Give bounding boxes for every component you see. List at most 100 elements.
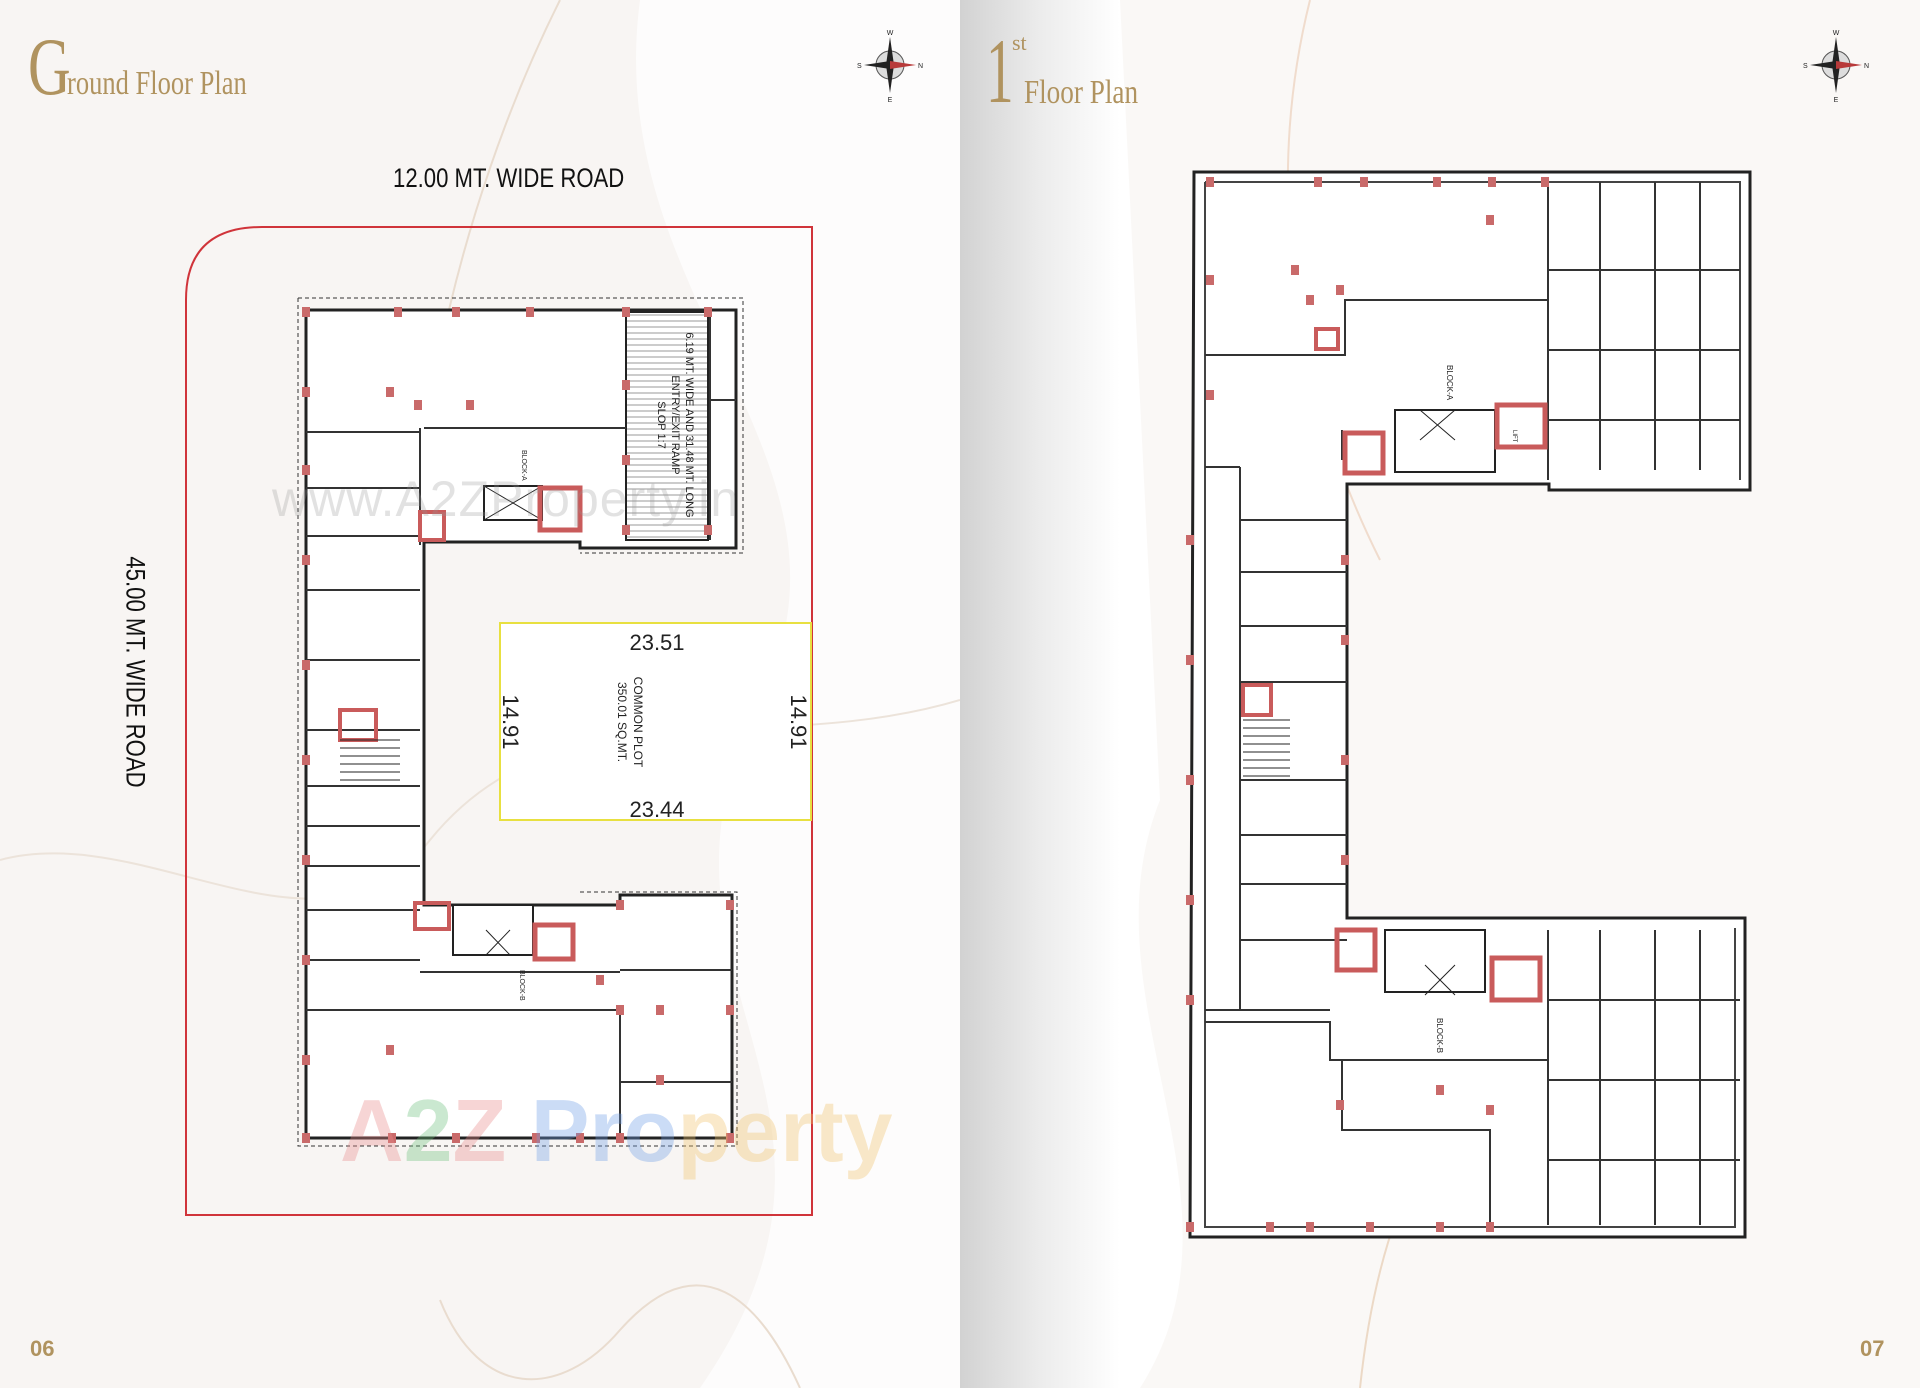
column xyxy=(1186,895,1194,905)
column xyxy=(576,1133,584,1143)
page-title-ground-floor: Ground Floor Plan xyxy=(28,20,298,114)
ground-stair-cores xyxy=(338,485,583,962)
column xyxy=(1186,655,1194,665)
column xyxy=(1541,177,1549,187)
column xyxy=(414,400,422,410)
column xyxy=(302,755,310,765)
column xyxy=(302,465,310,475)
column xyxy=(1360,177,1368,187)
common-plot-left-dim: 14.91 xyxy=(498,694,523,749)
ramp-label: 6.19 MT. WIDE AND 31.48 MT. LONG ENTRY/E… xyxy=(655,332,695,517)
common-plot-top-dim: 23.51 xyxy=(629,630,684,655)
column xyxy=(1306,295,1314,305)
column xyxy=(302,307,310,317)
column xyxy=(452,1133,460,1143)
column xyxy=(1336,1100,1344,1110)
column xyxy=(726,1005,734,1015)
column xyxy=(622,525,630,535)
column xyxy=(1186,535,1194,545)
column xyxy=(302,855,310,865)
column xyxy=(302,660,310,670)
column xyxy=(616,1005,624,1015)
column xyxy=(1314,177,1322,187)
compass-icon: W E S N xyxy=(1803,30,1869,104)
compass-w: W xyxy=(1833,30,1840,37)
column xyxy=(622,380,630,390)
first-lift-label: LIFT xyxy=(1511,430,1517,443)
column xyxy=(302,555,310,565)
compass-e: E xyxy=(1834,97,1839,104)
ground-columns xyxy=(302,307,734,1143)
column xyxy=(302,1133,310,1143)
column xyxy=(704,307,712,317)
column xyxy=(526,307,534,317)
column xyxy=(616,900,624,910)
ground-block-a-label: BLOCK-A xyxy=(520,450,527,481)
column xyxy=(1306,1222,1314,1232)
column xyxy=(302,387,310,397)
column xyxy=(1206,275,1214,285)
column xyxy=(704,525,712,535)
ground-floor-plan: 6.19 MT. WIDE AND 31.48 MT. LONG ENTRY/E… xyxy=(185,226,813,1216)
page-title-first-floor-number: 1 xyxy=(986,20,1014,122)
title-rest: round Floor Plan xyxy=(67,65,247,102)
column xyxy=(1341,755,1349,765)
column xyxy=(1486,1105,1494,1115)
column xyxy=(726,1133,734,1143)
column xyxy=(386,387,394,397)
compass-w: W xyxy=(887,30,894,37)
page-number-right: 07 xyxy=(1860,1336,1885,1361)
column xyxy=(386,1045,394,1055)
column xyxy=(1291,265,1299,275)
column xyxy=(1206,390,1214,400)
plot-boundary xyxy=(185,226,813,1216)
ramp xyxy=(625,311,709,541)
column xyxy=(388,1133,396,1143)
column xyxy=(656,1075,664,1085)
road-label-top: 12.00 MT. WIDE ROAD xyxy=(393,163,625,193)
column xyxy=(1186,775,1194,785)
ramp-label-line-3: SLOP 1:7 xyxy=(655,401,667,449)
column xyxy=(1488,177,1496,187)
column xyxy=(622,307,630,317)
column xyxy=(394,307,402,317)
column xyxy=(452,307,460,317)
compass-s: S xyxy=(857,63,862,70)
column xyxy=(1436,1085,1444,1095)
page-number-left: 06 xyxy=(30,1336,55,1361)
column xyxy=(1206,177,1214,187)
column xyxy=(726,900,734,910)
column xyxy=(622,455,630,465)
ramp-label-line-1: 6.19 MT. WIDE AND 31.48 MT. LONG xyxy=(683,332,695,517)
column xyxy=(1366,1222,1374,1232)
first-columns xyxy=(1186,177,1549,1232)
page-title-first-floor-suffix: st xyxy=(1012,30,1027,55)
column xyxy=(1336,285,1344,295)
column xyxy=(466,400,474,410)
first-floor-outer-wall xyxy=(1188,170,1752,1239)
road-label-left: 45.00 MT. WIDE ROAD xyxy=(120,556,151,788)
column xyxy=(1433,177,1441,187)
page-title-first-floor: Floor Plan xyxy=(1024,74,1139,111)
column xyxy=(596,975,604,985)
compass-icon: W E S N xyxy=(857,30,923,104)
column xyxy=(302,1055,310,1065)
page-fold-shadow xyxy=(960,0,1120,1388)
column xyxy=(1486,215,1494,225)
ground-block-b-label: BLOCK-B xyxy=(518,970,525,1001)
compass-s: S xyxy=(1803,63,1808,70)
common-plot-bottom-dim: 23.44 xyxy=(629,797,684,822)
common-plot-label: COMMON PLOT xyxy=(631,677,645,768)
column xyxy=(532,1133,540,1143)
column xyxy=(1341,555,1349,565)
compass-e: E xyxy=(888,97,893,104)
first-room-walls xyxy=(1205,182,1740,1227)
first-stair-cores xyxy=(1241,327,1548,1003)
first-floor-plan: BLOCK-A BLOCK-B LIFT xyxy=(1186,170,1752,1239)
column xyxy=(1186,995,1194,1005)
column xyxy=(1266,1222,1274,1232)
compass-n: N xyxy=(918,63,923,70)
compass-n: N xyxy=(1864,63,1869,70)
column xyxy=(1186,1222,1194,1232)
